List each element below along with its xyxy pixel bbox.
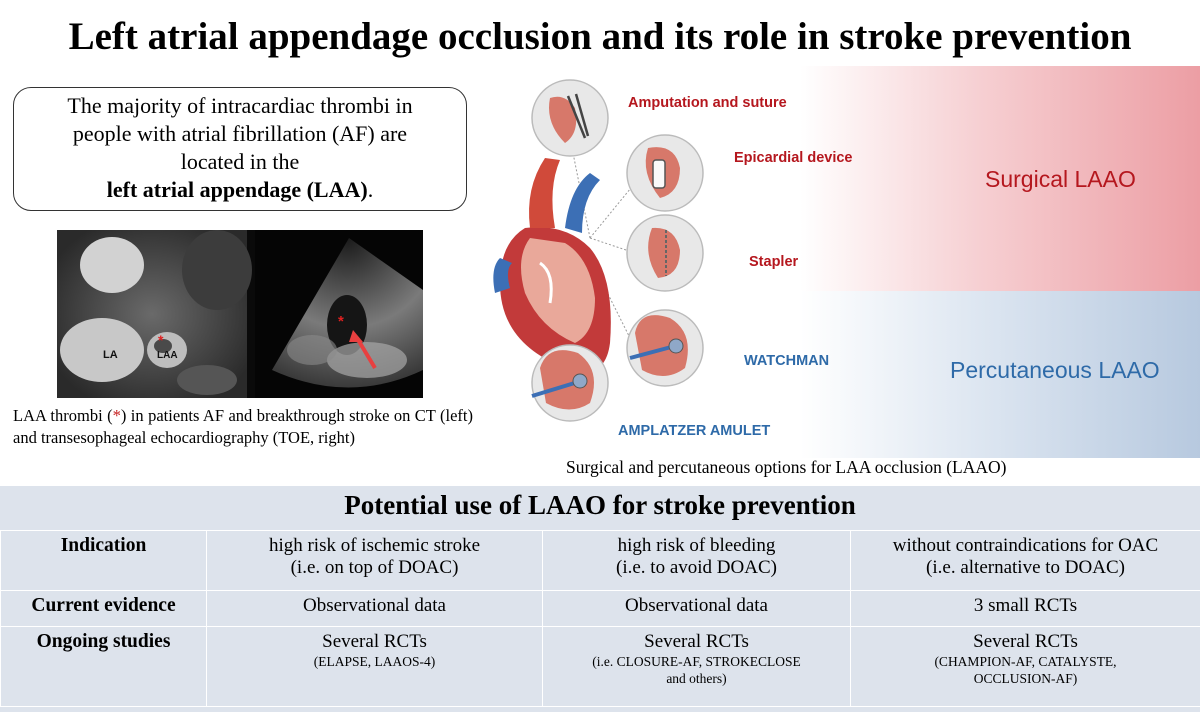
row-header-ongoing-studies: Ongoing studies [0,626,207,707]
table-row-indication: Indication high risk of ischemic stroke(… [0,530,1200,591]
table-cell: Observational data [542,590,851,627]
callout-line-2: people with atrial fibrillation (AF) are [72,121,408,146]
thrombi-callout-box: The majority of intracardiac thrombi in … [13,87,467,211]
table-cell: Observational data [206,590,543,627]
option-amulet-label: AMPLATZER AMULET [618,423,771,439]
option-stapler-label: Stapler [749,254,799,270]
cell-line: high risk of bleeding [617,535,776,556]
toe-echo-panel: * [255,230,423,398]
cell-line: Several RCTs [973,631,1078,652]
laao-evidence-table: Indication high risk of ischemic stroke(… [0,530,1200,707]
table-row-ongoing-studies: Ongoing studies Several RCTs (ELAPSE, LAA… [0,626,1200,707]
cell-line: (i.e. to avoid DOAC) [616,557,777,578]
ct-label-laa: LAA [157,350,178,361]
amputation-circle [531,79,609,157]
callout-line-3: located in the [180,149,300,174]
ct-asterisk: * [158,332,164,348]
percutaneous-laao-label: Percutaneous LAAO [950,357,1160,383]
cell-line: Several RCTs [322,631,427,652]
laao-options-diagram [493,79,704,422]
callout-bold-laa: left atrial appendage (LAA) [106,177,368,202]
option-amputation-label: Amputation and suture [628,95,787,111]
cell-small-line: and others) [666,671,727,686]
option-watchman-label: WATCHMAN [744,353,830,369]
ct-toe-caption: LAA thrombi (*) in patients AF and break… [13,405,473,449]
table-cell: high risk of bleeding(i.e. to avoid DOAC… [542,530,851,591]
caption-left-part1: LAA thrombi ( [13,406,113,425]
cell-line: Several RCTs [644,631,749,652]
cell-line: (i.e. alternative to DOAC) [926,557,1125,578]
caption-left-part2: ) in patients AF and breakthrough stroke… [13,406,473,447]
page-title: Left atrial appendage occlusion and its … [68,15,1132,58]
heart-illustration [493,158,611,373]
callout-period: . [367,177,374,202]
ct-toe-image: LA LAA * * [57,230,423,398]
toe-arrow-shaft [355,336,377,370]
cell-line: without contraindications for OAC [892,535,1159,556]
cell-small-line: (i.e. CLOSURE-AF, STROKECLOSE [592,654,801,669]
stapler-circle [626,214,704,292]
epicardial-circle [626,134,704,212]
toe-arrow-icon [349,330,363,342]
watchman-circle [626,309,704,387]
amulet-circle [531,344,609,422]
table-cell: Several RCTs (ELAPSE, LAAOS-4) [206,626,543,707]
table-cell: Several RCTs (i.e. CLOSURE-AF, STROKECLOS… [542,626,851,707]
cell-line: (i.e. on top of DOAC) [290,557,459,578]
row-header-indication: Indication [0,530,207,591]
surgical-laao-label: Surgical LAAO [985,166,1136,192]
table-row-current-evidence: Current evidence Observational data Obse… [0,590,1200,627]
table-cell: without contraindications for OAC(i.e. a… [850,530,1200,591]
callout-line-1: The majority of intracardiac thrombi in [67,93,413,118]
table-title: Potential use of LAAO for stroke prevent… [344,490,856,520]
surgical-band [800,66,1200,291]
row-header-current-evidence: Current evidence [0,590,207,627]
option-epicardial-label: Epicardial device [734,150,853,166]
toe-asterisk: * [338,313,344,330]
cell-small-line: OCCLUSION-AF) [973,671,1078,686]
table-cell: high risk of ischemic stroke(i.e. on top… [206,530,543,591]
ct-label-la: LA [103,349,118,361]
cell-line: high risk of ischemic stroke [268,535,481,556]
percutaneous-band [800,291,1200,458]
callout-line-4: left atrial appendage (LAA). [14,176,466,204]
cell-small-line: (ELAPSE, LAAOS-4) [313,654,436,669]
table-cell: Several RCTs (CHAMPION-AF, CATALYSTE, OCCL… [850,626,1200,707]
ct-scan-panel: LA LAA * [57,230,252,398]
caption-left-asterisk: * [112,406,121,425]
cell-small-line: (CHAMPION-AF, CATALYSTE, [934,654,1117,669]
table-cell: 3 small RCTs [850,590,1200,627]
laao-options-caption: Surgical and percutaneous options for LA… [566,457,1007,477]
